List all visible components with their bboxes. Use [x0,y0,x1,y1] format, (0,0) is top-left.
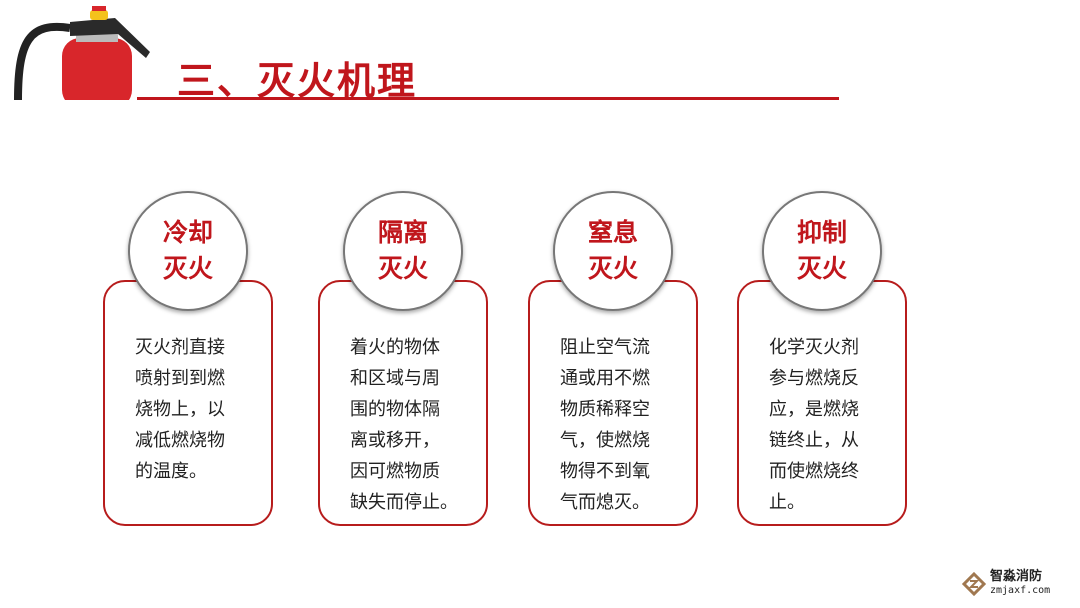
description-line: 通或用不燃 [560,368,650,389]
card-description: 化学灭火剂参与燃烧反应，是燃烧链终止，从而使燃烧终止。 [769,332,859,518]
card-description: 着火的物体和区域与周围的物体隔离或移开， 因可燃物质缺失而停止。 [350,332,458,518]
description-line: 而使燃烧终 [769,461,859,482]
description-line: 离或移开， [350,430,440,451]
mechanism-card: 阻止空气流通或用不燃物质稀释空气，使燃烧物得不到氧气而熄灭。 [528,280,698,526]
description-line: 喷射到到燃 [135,368,225,389]
description-line: 气而熄灭。 [560,492,650,513]
description-line: 和区域与周 [350,368,440,389]
card-description: 灭火剂直接喷射到到燃烧物上，以减低燃烧物的温度。 [135,332,225,487]
card-heading: 灭火 [587,254,638,283]
description-line: 烧物上，以 [135,399,225,420]
description-line: 参与燃烧反 [769,368,859,389]
page-title: 三、灭火机理 [177,59,418,103]
description-line: 着火的物体 [350,337,440,358]
description-line: 缺失而停止。 [350,492,458,513]
card-heading-circle: 抑制灭火 [762,191,882,311]
description-line: 阻止空气流 [560,337,650,358]
description-line: 链终止，从 [769,430,859,451]
description-line: 应，是燃烧 [769,399,859,420]
mechanism-card: 灭火剂直接喷射到到燃烧物上，以减低燃烧物的温度。 [103,280,273,526]
description-line: 物得不到氧 [560,461,650,482]
description-line: 的温度。 [135,461,207,482]
card-heading: 抑制 [796,218,847,247]
title-underline [137,97,839,100]
card-heading: 灭火 [796,254,847,283]
card-heading: 灭火 [377,254,428,283]
watermark-url: zmjaxf.com [990,585,1051,596]
card-heading: 隔离 [377,218,428,247]
card-heading: 冷却 [162,218,213,247]
description-line: 止。 [769,492,805,513]
description-line: 灭火剂直接 [135,337,225,358]
card-heading: 灭火 [162,254,213,283]
card-heading-circle: 窒息灭火 [553,191,673,311]
card-heading: 窒息 [587,218,638,247]
description-line: 减低燃烧物 [135,430,225,451]
description-line: 围的物体隔 [350,399,440,420]
logo-icon [962,571,986,596]
card-description: 阻止空气流通或用不燃物质稀释空气，使燃烧物得不到氧气而熄灭。 [560,332,650,518]
description-line: 化学灭火剂 [769,337,859,358]
fire-extinguisher-image [14,6,150,100]
watermark-name: 智淼消防 [990,569,1043,584]
mechanism-card: 化学灭火剂参与燃烧反应，是燃烧链终止，从而使燃烧终止。 [737,280,907,526]
description-line: 物质稀释空 [560,399,650,420]
card-heading-circle: 隔离灭火 [343,191,463,311]
description-line: 气，使燃烧 [560,430,650,451]
description-line: 因可燃物质 [350,461,440,482]
watermark-logo: 智淼消防 zmjaxf.com [962,570,1050,597]
card-heading-circle: 冷却灭火 [128,191,248,311]
mechanism-card: 着火的物体和区域与周围的物体隔离或移开， 因可燃物质缺失而停止。 [318,280,488,526]
